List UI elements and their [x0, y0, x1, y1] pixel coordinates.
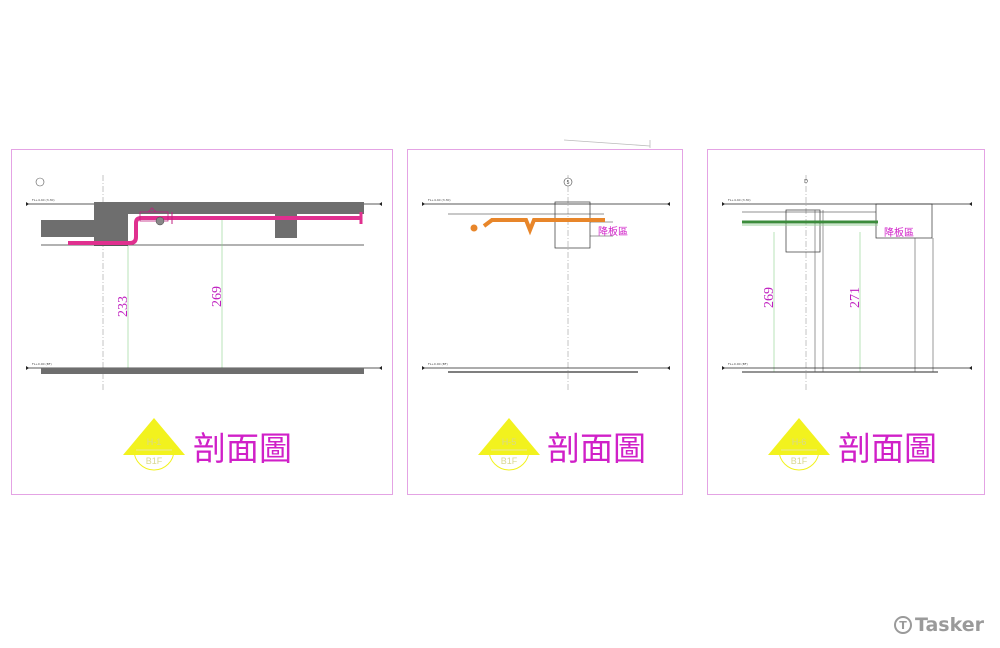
- lower-level-tag: FL+0.00 (BF): [428, 362, 448, 366]
- beam-left: [94, 202, 128, 246]
- drop-slab-note: 降板區: [884, 226, 914, 239]
- valve-icon: [147, 207, 157, 213]
- section-logo-icon: [478, 418, 540, 471]
- section-logo-icon: [123, 418, 185, 471]
- drop-slab-note: 降板區: [598, 225, 628, 238]
- pipe-section-icon: [470, 224, 478, 232]
- lower-level-tag: FL+0.00 (BF): [32, 362, 52, 366]
- logo-label-bottom: B1F: [791, 456, 808, 466]
- north-marker: [35, 177, 45, 187]
- logo-label-top: H-1: [147, 437, 162, 447]
- logo-label-top: H-6: [792, 437, 807, 447]
- logo-label-top: H-5: [502, 437, 517, 447]
- left-slab: [41, 220, 94, 237]
- upper-level-tag: FL+4.40 (3.30): [428, 198, 451, 202]
- grid-marker: 5: [567, 180, 570, 186]
- grid-marker: D: [804, 179, 808, 185]
- section-3-canvas: D FL+4.40 (3.30) 269 271 降板區 FL+0.00 (BF…: [722, 175, 972, 471]
- floor-slab: [41, 368, 364, 374]
- dim-text-2: 271: [848, 287, 863, 308]
- tasker-logo-icon: T: [893, 616, 912, 634]
- pump-icon: [155, 216, 165, 226]
- beam-outline: [554, 201, 591, 249]
- logo-label-bottom: B1F: [146, 456, 163, 466]
- section-drawing-1: FL+4.40 (3.30) 233 269 FL+0.00 (BF) H-1 …: [11, 149, 393, 495]
- section-title: 剖面圖: [838, 429, 937, 468]
- dim-text-1: 269: [762, 287, 777, 308]
- dim-text-2: 269: [210, 286, 225, 307]
- section-title: 剖面圖: [547, 429, 646, 468]
- section-title: 剖面圖: [193, 429, 292, 468]
- logo-label-bottom: B1F: [501, 456, 518, 466]
- dim-text-1: 233: [116, 296, 131, 317]
- roof-slab: [94, 202, 364, 214]
- watermark-brand: Tasker: [914, 614, 984, 636]
- upper-level-tag: FL+4.40 (3.30): [32, 198, 55, 202]
- lower-level-tag: FL+0.00 (BF): [728, 362, 748, 366]
- grid-bubble: [563, 177, 573, 187]
- tasker-watermark: T Tasker: [893, 614, 984, 636]
- drain-pipe: [482, 218, 605, 236]
- upper-level-tag: FL+4.40 (3.30): [728, 198, 751, 202]
- section-logo-icon: [768, 418, 830, 471]
- section-1-canvas: FL+4.40 (3.30) 233 269 FL+0.00 (BF) H-1 …: [26, 175, 382, 471]
- sprinkler-pipe: [68, 216, 362, 245]
- section-drawing-3: D FL+4.40 (3.30) 269 271 降板區 FL+0.00 (BF…: [707, 149, 985, 495]
- beam-outline: [785, 209, 821, 253]
- valve-frame: [139, 211, 169, 222]
- section-drawing-2: 5 FL+4.40 (3.30) 降板區 FL+0.00 (BF) H-5 B1…: [407, 149, 683, 495]
- stray-line: [563, 139, 651, 148]
- section-2-canvas: 5 FL+4.40 (3.30) 降板區 FL+0.00 (BF) H-5 B1…: [422, 175, 670, 471]
